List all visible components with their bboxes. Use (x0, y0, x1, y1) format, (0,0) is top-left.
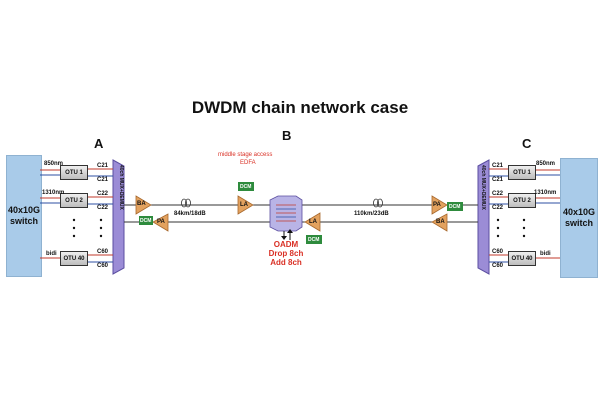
mux-demux-a-label: 40ch MUX+DEMUX (118, 165, 124, 211)
diagram-title: DWDM chain network case (191, 98, 409, 117)
amplifier-ba-a (135, 195, 152, 215)
mux-demux-c-label: 40ch MUX+DEMUX (480, 165, 486, 211)
fiber-spool-icon (181, 198, 383, 208)
oadm-line3: Add 8ch (270, 258, 302, 267)
port-c60-bot-a: C60 (97, 263, 109, 269)
dcm-b2 (306, 235, 322, 244)
amp-ba-a-label: BA (137, 201, 146, 207)
port-c22-top-a: C22 (97, 191, 109, 197)
otu-2-c: OTU 2 (508, 193, 536, 208)
mux-demux-c (477, 159, 490, 275)
amp-la-b1-label: LA (240, 202, 248, 208)
oadm-line1: OADM (273, 240, 299, 249)
amplifier-pa-c (431, 195, 448, 215)
switch-a-line1: 40x10G (7, 205, 41, 215)
dcm-c-label: DCM (449, 204, 461, 210)
link-ab-label: 84km/18dB (174, 211, 206, 217)
client-bidi-c: bidi (540, 251, 551, 257)
port-c21-top-c: C21 (492, 163, 504, 169)
amp-pa-a-label: PA (157, 219, 165, 225)
client-1310nm-a: 1310nm (42, 190, 65, 196)
otu-1-c: OTU 1 (508, 165, 536, 180)
oadm-line2: Drop 8ch (268, 249, 304, 258)
port-c21-bot-a: C21 (97, 177, 109, 183)
oadm-unit (269, 195, 303, 240)
amp-ba-c-label: BA (436, 219, 445, 225)
client-1310nm-c: 1310nm (534, 190, 557, 196)
port-c60-bot-c: C60 (492, 263, 504, 269)
port-c21-bot-c: C21 (492, 177, 504, 183)
port-c60-top-c: C60 (492, 249, 504, 255)
site-c-label: C (522, 136, 532, 151)
otu-40-c: OTU 40 (508, 251, 536, 266)
port-c60-top-a: C60 (97, 249, 109, 255)
middle-stage-line1: middle stage access (218, 152, 273, 158)
ellipsis-dots (72, 218, 526, 238)
amplifier-ba-c (431, 213, 448, 232)
client-bidi-a: bidi (46, 251, 57, 257)
client-850nm-c: 850nm (536, 161, 556, 167)
client-850nm-a: 850nm (44, 161, 64, 167)
dcm-b1-label: DCM (240, 184, 252, 190)
amplifier-pa-a (152, 213, 169, 232)
port-c22-bot-a: C22 (97, 205, 109, 211)
amplifier-la-b2 (304, 212, 321, 232)
port-c22-bot-c: C22 (492, 205, 504, 211)
dcm-c (447, 202, 463, 211)
amplifier-la-b1 (237, 195, 254, 215)
port-c22-top-c: C22 (492, 191, 504, 197)
otu-1-a: OTU 1 (60, 165, 88, 180)
port-c21-top-a: C21 (97, 163, 109, 169)
amp-la-b2-label: LA (309, 219, 317, 225)
dcm-b1 (238, 182, 254, 191)
dcm-a-label: DCM (140, 218, 152, 224)
site-a-label: A (94, 136, 104, 151)
dcm-b2-label: DCM (308, 237, 320, 243)
switch-a-line2: switch (9, 216, 38, 226)
client-links-c (489, 168, 560, 263)
switch-c-line2: switch (564, 218, 593, 228)
oadm-label: OADM Drop 8ch Add 8ch (264, 240, 308, 267)
otu-2-a: OTU 2 (60, 193, 88, 208)
dcm-a (139, 216, 153, 225)
link-bc-label: 110km/23dB (354, 211, 389, 217)
mux-demux-a (112, 159, 125, 275)
middle-stage-line2: EDFA (240, 160, 256, 166)
switch-c-line1: 40x10G (562, 207, 596, 217)
site-b-label: B (282, 128, 292, 143)
client-links-a (40, 168, 113, 263)
otu-40-a: OTU 40 (60, 251, 88, 266)
amp-pa-c-label: PA (433, 202, 441, 208)
